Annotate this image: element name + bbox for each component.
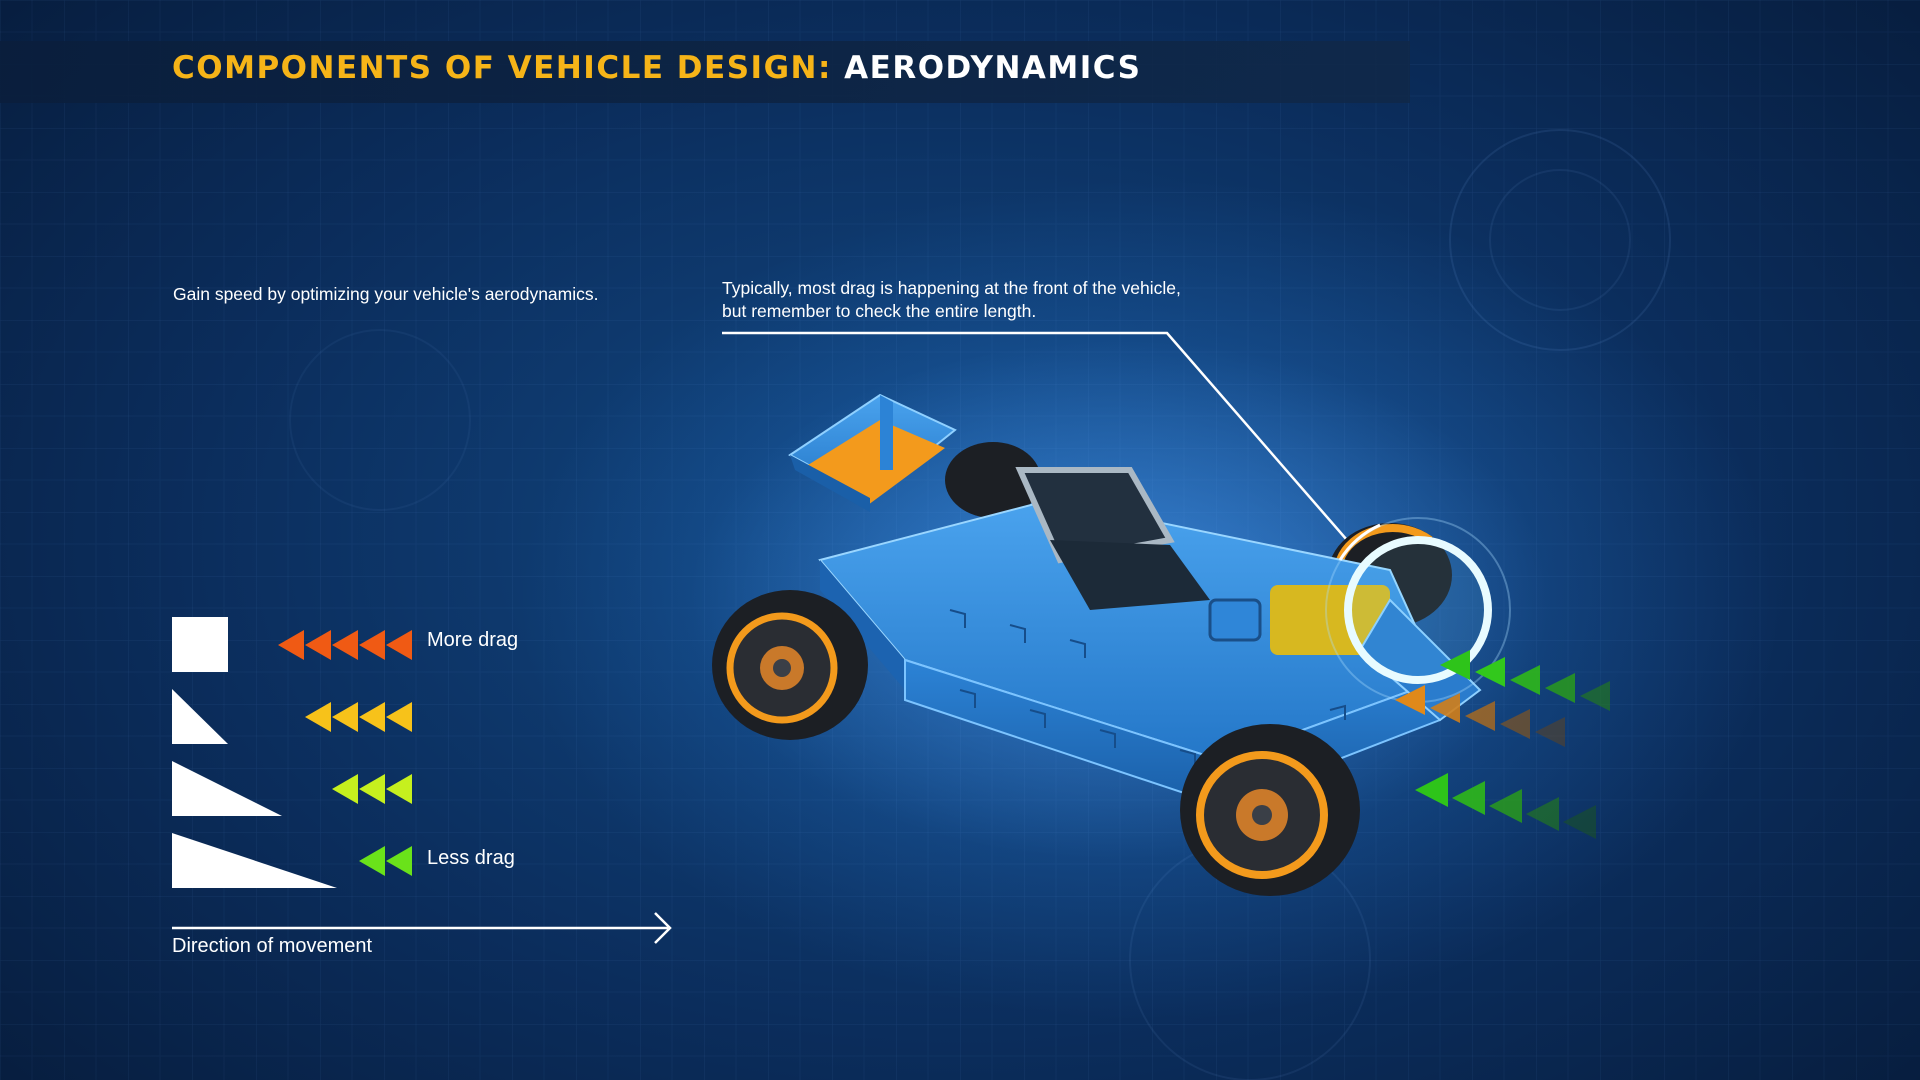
title-topic: AERODYNAMICS — [844, 50, 1142, 86]
shallow-wedge-icon — [172, 833, 337, 888]
callout-text: Typically, most drag is happening at the… — [722, 278, 1181, 321]
rear-right-tire — [945, 442, 1041, 518]
title-category: COMPONENTS OF VEHICLE DESIGN: — [172, 50, 832, 86]
steep-wedge-icon — [172, 689, 228, 744]
direction-label: Direction of movement — [172, 935, 373, 957]
front-left-tire — [1180, 724, 1360, 896]
airflow-arrows-middle — [1395, 685, 1565, 747]
target-ring-icon — [1325, 517, 1511, 703]
medium-wedge-icon — [172, 761, 282, 816]
chassis-left-side — [820, 560, 905, 690]
page-title: COMPONENTS OF VEHICLE DESIGN: AERODYNAMI… — [172, 50, 1141, 86]
drag-arrow-icon — [359, 630, 385, 660]
square-shape-icon — [172, 617, 228, 672]
legend-label-more-drag: More drag — [427, 629, 519, 651]
drag-arrow-icon — [332, 774, 358, 804]
airflow-arrows-lower — [1415, 773, 1596, 839]
drag-arrow-icon — [305, 630, 331, 660]
callout-leader-line — [722, 331, 1361, 556]
drag-arrow-rows — [278, 630, 412, 876]
drag-arrow-icon — [359, 774, 385, 804]
airflow-arrows-upper — [1440, 650, 1610, 711]
drag-arrow-icon — [386, 630, 412, 660]
drag-arrow-icon — [278, 630, 304, 660]
legend-label-less-drag: Less drag — [427, 847, 515, 869]
rear-left-tire — [712, 590, 868, 740]
drag-arrow-icon — [332, 702, 358, 732]
drag-arrow-icon — [386, 702, 412, 732]
drag-arrow-icon — [386, 846, 412, 876]
drag-arrow-icon — [359, 702, 385, 732]
direction-arrow — [172, 912, 672, 944]
rear-wing — [788, 393, 957, 512]
title-bar — [0, 41, 1410, 103]
intro-text: Gain speed by optimizing your vehicle's … — [173, 284, 599, 304]
drag-arrow-icon — [359, 846, 385, 876]
drag-arrow-icon — [386, 774, 412, 804]
drag-arrow-icon — [305, 702, 331, 732]
drag-arrow-icon — [332, 630, 358, 660]
